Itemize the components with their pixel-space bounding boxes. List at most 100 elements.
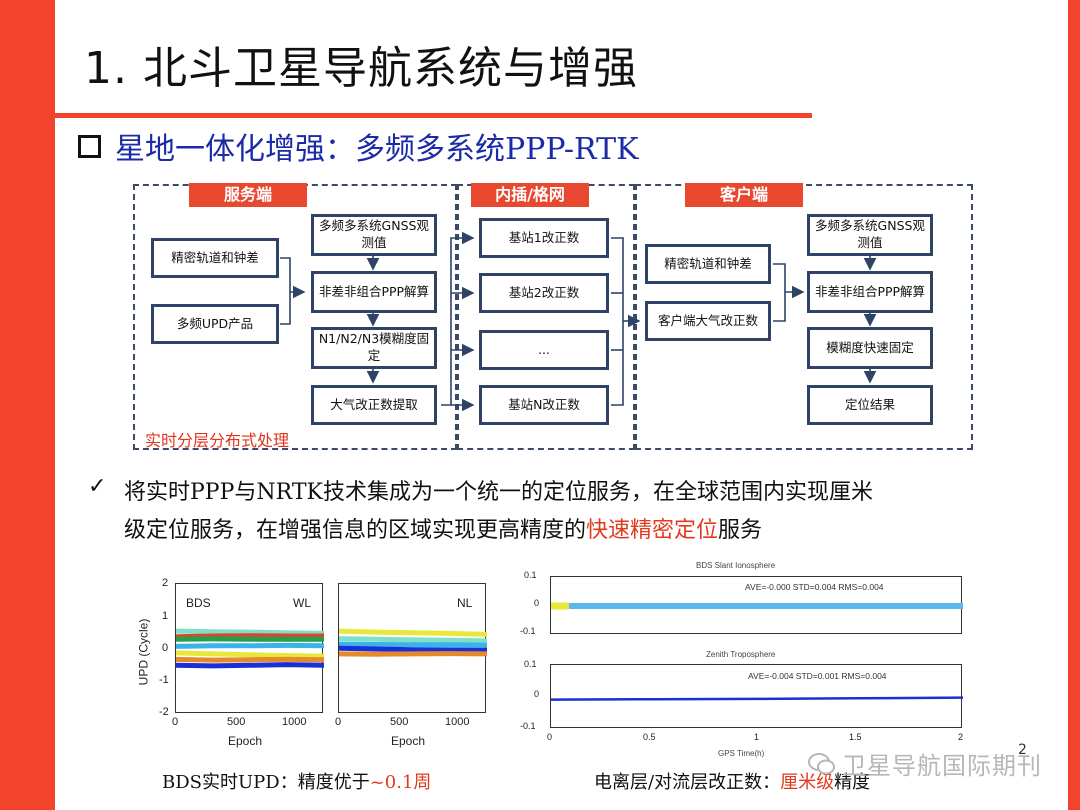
server-upd-product-box: 多频UPD产品 (151, 304, 279, 344)
x-tick: 1 (754, 732, 760, 742)
ionosphere-stats: AVE=-0.000 STD=0.004 RMS=0.004 (745, 582, 884, 592)
y-tick: 2 (162, 577, 169, 589)
ionosphere-title: BDS Slant Ionosphere (696, 561, 776, 570)
y-tick: -1 (159, 674, 169, 686)
series-line-4 (336, 651, 490, 657)
bullet-line-2-pre: 级定位服务，在增强信息的区域实现更高精度的 (124, 518, 587, 543)
realtime-processing-label: 实时分层分布式处理 (145, 431, 290, 450)
x-tick: 1000 (282, 716, 307, 728)
client-gnss-obs-box: 多频多系统GNSS观测值 (807, 214, 933, 256)
server-gnss-obs-box: 多频多系统GNSS观测值 (311, 214, 437, 256)
left-caption-highlight: ~0.1周 (369, 772, 432, 793)
page-number: 2 (1018, 742, 1027, 758)
server-ambiguity-fix-box: N1/N2/N3模糊度固定 (311, 327, 437, 369)
square-bullet-icon (78, 134, 101, 158)
series-line-2 (336, 641, 490, 648)
x-axis-label: Epoch (228, 734, 263, 748)
watermark-text: 卫星导航国际期刊 (842, 752, 1042, 780)
upd-wl-chart: 2 1 0 -1 -2 0 500 1000 Epoch UPD (Cycle)… (136, 575, 330, 755)
y-tick: 0.1 (524, 570, 537, 580)
x-tick: 0 (172, 716, 179, 728)
title-rule (55, 113, 812, 118)
series-line-3 (336, 645, 490, 653)
upd-nl-series (336, 628, 490, 657)
right-caption-post: 精度 (834, 772, 871, 793)
troposphere-chart: Zenith Troposphere AVE=-0.004 STD=0.001 … (510, 648, 970, 758)
upd-wl-series (173, 628, 327, 669)
bullet-line-2: 级定位服务，在增强信息的区域实现更高精度的快速精密定位服务 (124, 512, 762, 544)
x-tick: 500 (227, 716, 246, 728)
grid-station2-box: 基站2改正数 (479, 273, 609, 313)
ionosphere-chart: BDS Slant Ionosphere AVE=-0.000 STD=0.00… (510, 560, 970, 640)
y-tick: 0 (534, 598, 540, 608)
series-line-3 (173, 642, 327, 649)
right-caption-highlight: 厘米级 (780, 772, 835, 793)
y-tick: 0.1 (524, 659, 537, 669)
panel-tag: WL (293, 596, 311, 610)
troposphere-series (549, 696, 965, 701)
panel-label: BDS (186, 596, 211, 610)
subtitle: 星地一体化增强：多频多系统PPP-RTK (78, 124, 639, 168)
bullet-line-1: 将实时PPP与NRTK技术集成为一个统一的定位服务，在全球范围内实现厘米 (124, 480, 873, 505)
x-tick: 1000 (445, 716, 470, 728)
right-accent-bar (1068, 0, 1080, 810)
upd-nl-plot (336, 583, 490, 713)
y-tick: 0 (162, 642, 169, 654)
grid-station1-box: 基站1改正数 (479, 218, 609, 258)
panel-tag: NL (457, 596, 473, 610)
series-line-0 (336, 628, 490, 637)
troposphere-stats: AVE=-0.004 STD=0.001 RMS=0.004 (748, 671, 887, 681)
y-tick: 0 (534, 689, 540, 699)
subtitle-text: 星地一体化增强：多频多系统PPP-RTK (115, 132, 639, 167)
grid-header: 内插/格网 (471, 183, 589, 207)
series-line-5 (173, 656, 327, 663)
grid-stationN-box: 基站N改正数 (479, 385, 609, 425)
server-atmo-extract-box: 大气改正数提取 (311, 385, 437, 425)
upd-nl-chart: 0 500 1000 Epoch NL (335, 575, 495, 755)
ppp-rtk-flow-diagram: 服务端 内插/格网 客户端 (133, 183, 973, 452)
y-axis-label: UPD (Cycle) (136, 618, 151, 686)
y-tick: 1 (162, 610, 169, 622)
left-caption: BDS实时UPD：精度优于~0.1周 (162, 768, 431, 794)
series-line-0 (173, 628, 327, 636)
checkmark-icon: ✓ (88, 474, 107, 499)
x-tick: 500 (390, 716, 409, 728)
series-line-6 (173, 662, 327, 669)
troposphere-title: Zenith Troposphere (706, 650, 776, 659)
left-caption-pre: BDS实时UPD：精度优于 (162, 772, 370, 793)
bullet-highlight: 快速精密定位 (586, 518, 719, 543)
upd-wl-plot (173, 583, 327, 713)
x-axis-label: Epoch (391, 734, 426, 748)
x-tick: 1.5 (849, 732, 862, 742)
left-accent-bar (0, 0, 55, 810)
server-header: 服务端 (189, 183, 307, 207)
x-tick: 0.5 (643, 732, 656, 742)
y-tick: -2 (159, 706, 169, 718)
flow-arrows (280, 231, 877, 412)
series-line-0 (549, 696, 965, 701)
client-result-box: 定位结果 (807, 385, 933, 425)
series-line-4 (173, 650, 327, 659)
wechat-icon (808, 752, 835, 774)
x-tick: 2 (958, 732, 964, 742)
server-ppp-solution-box: 非差非组合PPP解算 (311, 271, 437, 313)
grid-ellipsis-box: ... (479, 330, 609, 370)
series-line-1 (336, 636, 490, 644)
slide-title: 1. 北斗卫星导航系统与增强 (84, 43, 638, 94)
client-fast-fix-box: 模糊度快速固定 (807, 327, 933, 369)
x-tick: 0 (547, 732, 553, 742)
troposphere-plot (549, 664, 965, 728)
series-line-1 (173, 633, 327, 640)
y-tick: -0.1 (520, 721, 536, 731)
right-caption-pre: 电离层/对流层改正数： (594, 772, 781, 793)
ionosphere-plot (548, 576, 966, 634)
client-header: 客户端 (685, 183, 803, 207)
server-orbit-clock-box: 精密轨道和钟差 (151, 238, 279, 278)
watermark: 卫星导航国际期刊 (808, 746, 1042, 781)
x-axis-label: GPS Time(h) (718, 749, 765, 758)
x-tick: 0 (335, 716, 342, 728)
right-caption: 电离层/对流层改正数：厘米级精度 (594, 768, 870, 794)
y-tick: -0.1 (520, 626, 536, 636)
ionosphere-series (548, 602, 966, 610)
client-ppp-solution-box: 非差非组合PPP解算 (807, 271, 933, 313)
